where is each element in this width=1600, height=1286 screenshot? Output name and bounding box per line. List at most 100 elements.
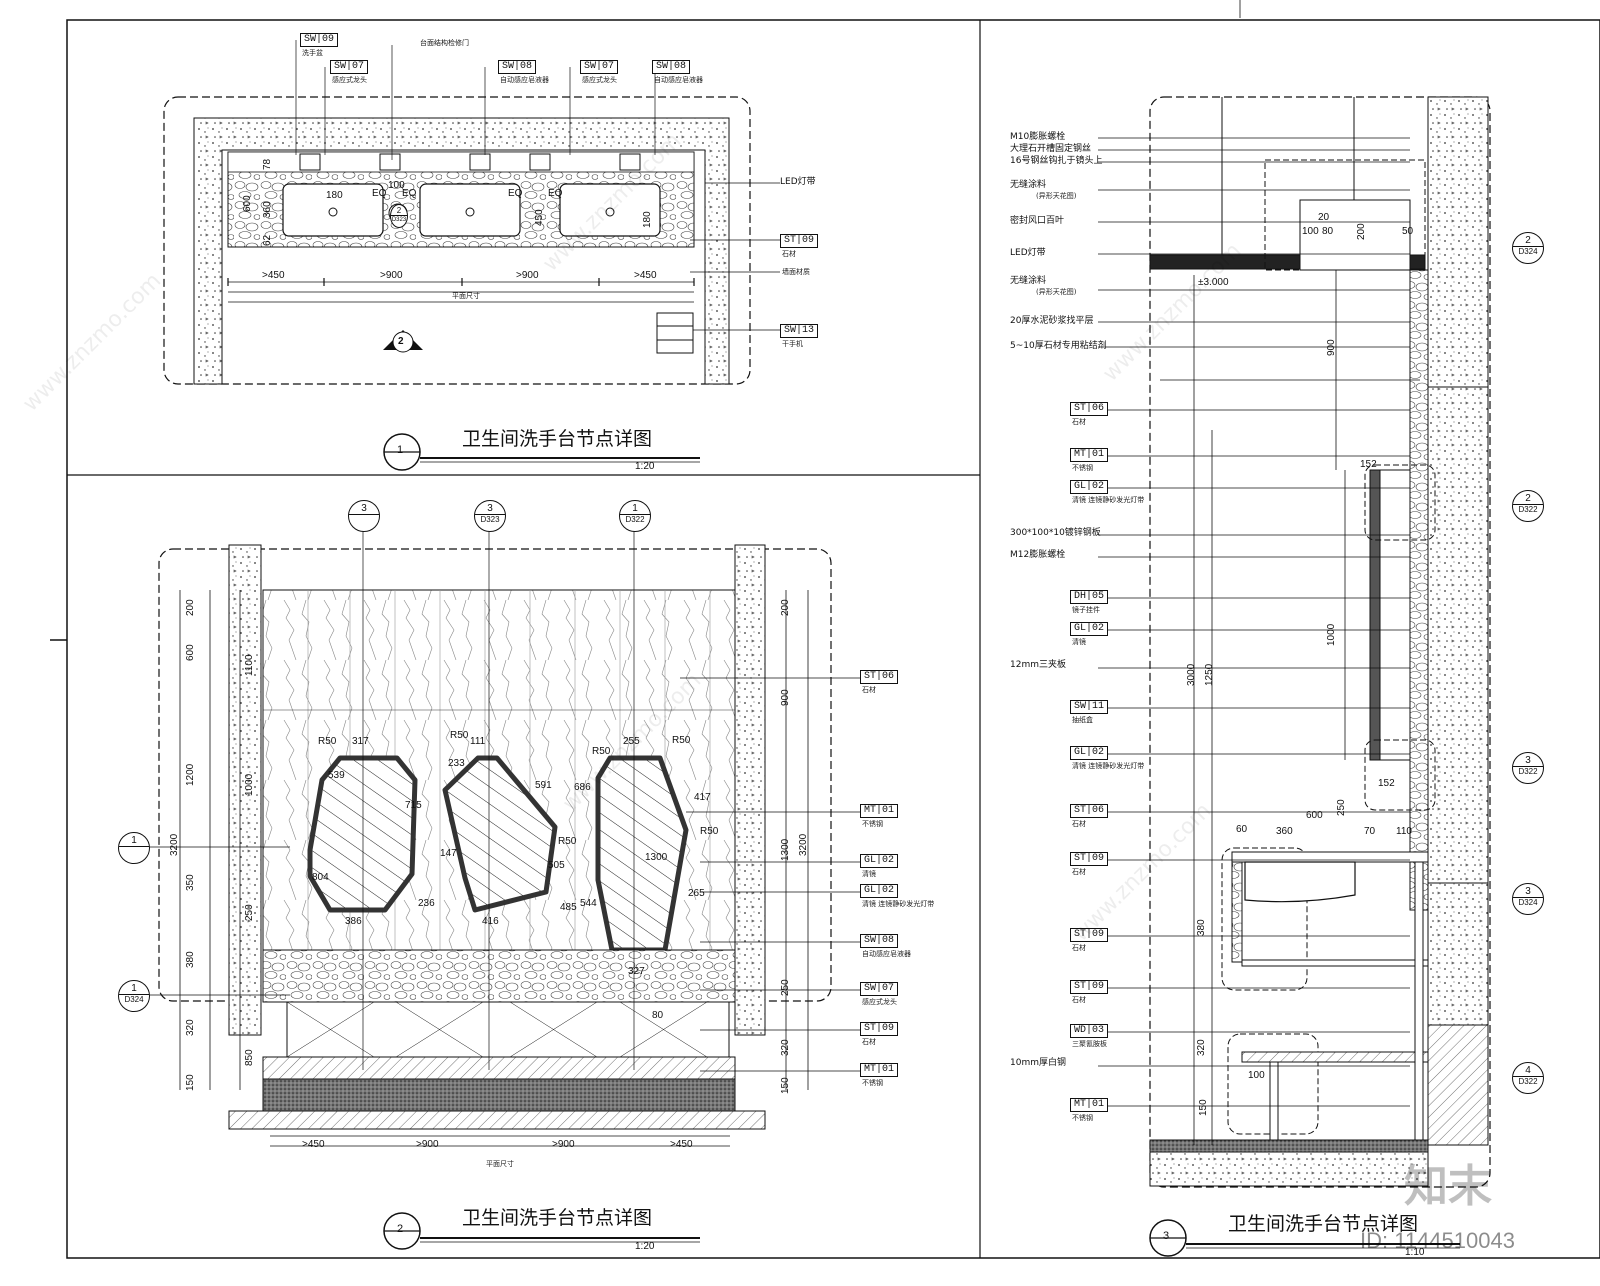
d2-ldim-0: 200 — [185, 599, 196, 616]
d1-tag-0-num: 09 — [322, 34, 335, 45]
d2-rtag-3-sub: 清镜 连镜静砂发光灯带 — [862, 900, 935, 908]
d3-ltag-16-num: 01 — [1092, 1099, 1105, 1110]
d3-ltag-10-code: ST — [1074, 805, 1087, 816]
d3-llabel-0: M10膨胀螺栓 — [1010, 132, 1066, 142]
d2-rtag-0-code: ST — [864, 671, 877, 682]
d3-llabel-2: 16号钢丝钩扎于镜头上 — [1010, 156, 1103, 166]
d1-tag-2-sub: 自动感应皂液器 — [500, 76, 549, 84]
d2-rtag-2-code: GL — [864, 855, 877, 866]
d1-idim-360: 360 — [262, 201, 273, 218]
d3-ltag-12-num: 09 — [1092, 929, 1105, 940]
d2-rtag-6-num: 09 — [882, 1023, 895, 1034]
d2-left-ref-0-num: 1 — [131, 835, 137, 846]
d2-left-ref-1-sheet: D324 — [119, 994, 149, 1005]
d2-mdim-26: 80 — [652, 1010, 664, 1021]
d2-rtag-1: MT|01 — [860, 804, 899, 818]
d3-ltag-8-sub: 抽纸盒 — [1072, 716, 1093, 724]
d3-ref-2-sheet: D322 — [1513, 766, 1543, 777]
drawing-1-plan — [163, 40, 780, 471]
d1-tag-1-code: SW — [334, 61, 347, 72]
d1-tag-1-num: 07 — [352, 61, 365, 72]
d3-dim-7: 1000 — [1326, 623, 1337, 646]
d2-mdim-5: 327 — [628, 966, 645, 977]
d3-ltag-5-num: 05 — [1092, 591, 1105, 602]
d2-ldim-4: 380 — [185, 951, 196, 968]
d3-ltag-16-code: MT — [1074, 1099, 1087, 1110]
d2-left-ref-0-sheet — [119, 846, 149, 847]
d2-top-ref-0-num: 3 — [361, 503, 367, 514]
d3-dim-20: 150 — [1198, 1099, 1209, 1116]
d2-rtag-4-num: 08 — [882, 935, 895, 946]
d2-top-ref-0-sheet — [349, 514, 379, 515]
d3-dim-0: 20 — [1318, 212, 1330, 223]
d2-mdim-2: 255 — [623, 736, 640, 747]
brand-logo: 知末 — [1404, 1161, 1492, 1212]
d2-mdim-3: 386 — [345, 916, 362, 927]
d2-rtag-5-num: 07 — [882, 983, 895, 994]
d1-tag-4: SW|08 — [652, 60, 691, 74]
d2-mdim-4: 416 — [482, 916, 499, 927]
d2-bdim-note: 平面尺寸 — [486, 1160, 514, 1168]
d2-left-ref-0[interactable]: 1 — [118, 832, 150, 864]
d3-number: 3 — [1163, 1230, 1170, 1242]
d2-rtag-0-num: 06 — [882, 671, 895, 682]
d1-idim-100: 100 — [388, 180, 405, 191]
d1-tag-sw13-sub: 干手机 — [782, 340, 803, 348]
d3-ltag-16: MT|01 — [1070, 1098, 1109, 1112]
d1-tag-0: SW|09 — [300, 33, 339, 47]
d1-dim-2: >900 — [380, 270, 403, 281]
d2-bdim-1: >450 — [302, 1139, 325, 1150]
d2-ldim-6: 150 — [185, 1074, 196, 1091]
d3-dim-9: 1250 — [1204, 663, 1215, 686]
d3-dim-5: 900 — [1326, 339, 1337, 356]
d3-llabel-8: 5~10厚石材专用粘结剂 — [1010, 341, 1107, 351]
d1-wall-label: 墙面材质 — [782, 268, 810, 276]
d3-ltag-14-num: 03 — [1092, 1025, 1105, 1036]
d1-tag-2-code: SW — [502, 61, 515, 72]
d2-bdim-4: >450 — [670, 1139, 693, 1150]
d3-scale: 1:10 — [1405, 1247, 1425, 1258]
d2-mdim-0: 317 — [352, 736, 369, 747]
d1-tag-st09-sub: 石材 — [782, 250, 796, 258]
d2-mdim-12: 539 — [328, 770, 345, 781]
d1-dim-note: 平面尺寸 — [452, 292, 480, 300]
d3-ltag-13-sub: 石材 — [1072, 996, 1086, 1004]
d2-mdim-16: 804 — [312, 872, 329, 883]
d2-top-ref-0[interactable]: 3 — [348, 500, 380, 532]
d3-ref-1-sheet: D322 — [1513, 504, 1543, 515]
d2-ldim-inner-1: 1000 — [244, 773, 255, 796]
d3-ltag-2-num: 02 — [1092, 481, 1105, 492]
d2-title: 卫生间洗手台节点详图 — [462, 1207, 653, 1229]
d3-ltag-8-code: SW — [1074, 701, 1087, 712]
d2-rtag-3: GL|02 — [860, 884, 899, 898]
d3-ltag-6-code: GL — [1074, 623, 1087, 634]
d2-rtag-4-sub: 自动感应皂液器 — [862, 950, 911, 958]
d3-ltag-6-num: 02 — [1092, 623, 1105, 634]
d2-bdim-3: >900 — [552, 1139, 575, 1150]
d1-dim-3: >900 — [516, 270, 539, 281]
d3-ltag-13-code: ST — [1074, 981, 1087, 992]
d3-llabel-1: 大理石开槽固定钢丝 — [1010, 144, 1092, 154]
d2-top-ref-1-sheet: D323 — [475, 514, 505, 525]
d3-ltag-8-num: 11 — [1092, 701, 1105, 712]
d3-ltag-2: GL|02 — [1070, 480, 1109, 494]
d2-rtag-2-num: 02 — [882, 855, 895, 866]
d3-ltag-9-sub: 清镜 连镜静砂发光灯带 — [1072, 762, 1145, 770]
d3-llabel-6: 无缝涂料 — [1010, 276, 1047, 286]
d2-mdim-22: 715 — [405, 800, 422, 811]
d3-dim-4: 50 — [1402, 226, 1414, 237]
d3-ltag-1-num: 01 — [1092, 449, 1105, 460]
d1-tag-sw13: SW|13 — [780, 324, 819, 338]
d2-top-ref-2-sheet: D322 — [620, 514, 650, 525]
